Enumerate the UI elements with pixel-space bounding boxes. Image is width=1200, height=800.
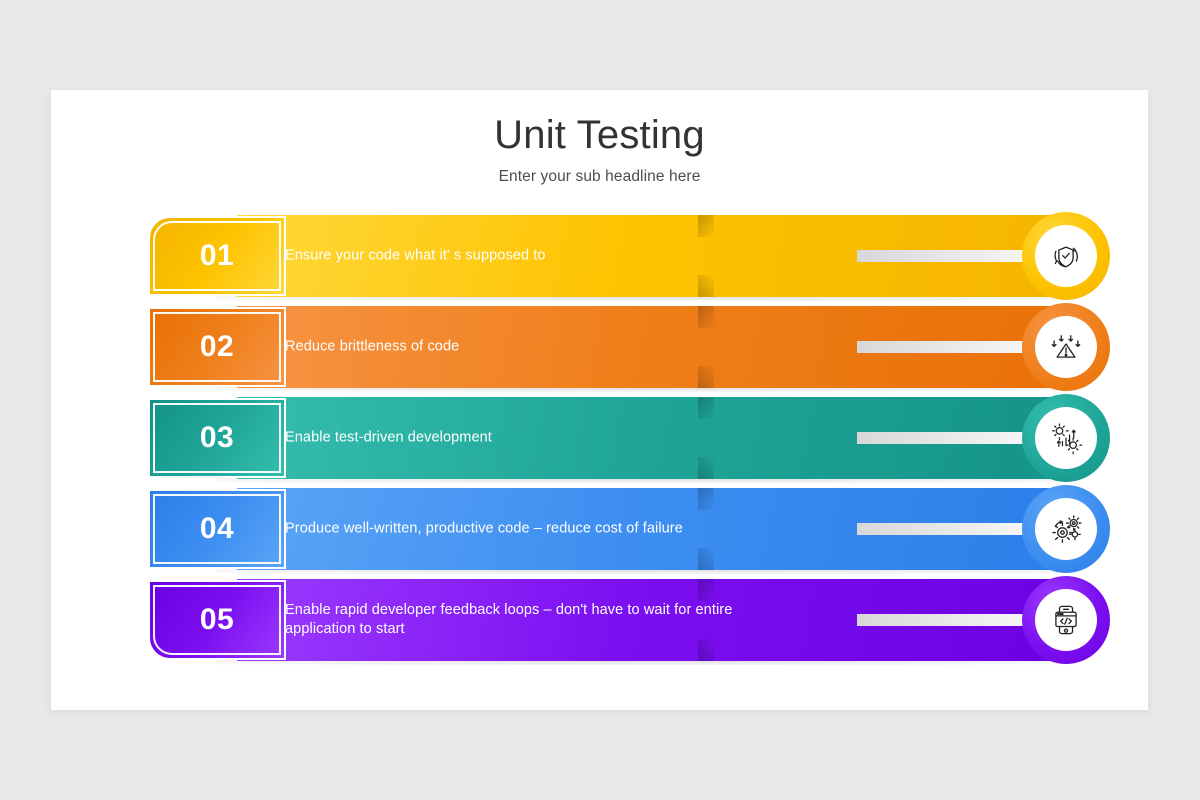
row-icon-circle [1035, 498, 1097, 560]
row-number-label: 02 [199, 330, 235, 363]
gears-growth-chart-icon [1047, 419, 1085, 457]
row-number-box[interactable]: 02 [148, 307, 286, 387]
row-description: Enable rapid developer feedback loops – … [285, 602, 733, 637]
row-number-label: 01 [199, 239, 235, 272]
page-subtitle: Enter your sub headline here [498, 168, 701, 185]
right-arrow-icon [857, 418, 1079, 458]
row-shadow [216, 293, 1076, 301]
row-description: Enable test-driven development [285, 429, 492, 446]
right-arrow-icon [857, 509, 1079, 549]
row-number-label: 04 [199, 512, 235, 545]
row-icon-badge[interactable] [1022, 394, 1110, 482]
row-shadow [216, 657, 1076, 665]
infographic-row[interactable]: Ensure your code what it' s supposed to 0… [96, 212, 1110, 301]
right-arrow-icon [857, 236, 1079, 276]
right-arrow-icon [857, 600, 1079, 640]
row-description: Ensure your code what it' s supposed to [285, 247, 546, 264]
warning-down-arrows-icon [1047, 328, 1085, 366]
row-icon-badge[interactable] [1022, 485, 1110, 573]
page-title: Unit Testing [494, 113, 705, 157]
mobile-code-icon [1047, 601, 1085, 639]
row-bar: Reduce brittleness of code [237, 306, 1106, 388]
row-number-label: 03 [199, 421, 235, 454]
row-icon-circle [1035, 225, 1097, 287]
row-bar: Ensure your code what it' s supposed to [237, 215, 1106, 297]
row-icon-badge[interactable] [1022, 303, 1110, 391]
row-icon-circle [1035, 316, 1097, 378]
row-number-label: 05 [199, 603, 235, 636]
row-icon-circle [1035, 407, 1097, 469]
infographic-row[interactable]: Produce well-written, productive code – … [96, 485, 1110, 574]
infographic-row[interactable]: Enable test-driven development 03 [96, 394, 1110, 483]
row-number-box[interactable]: 03 [148, 398, 286, 478]
row-shadow [216, 475, 1076, 483]
infographic-row[interactable]: Enable rapid developer feedback loops – … [96, 576, 1110, 665]
slide-canvas: Unit Testing Enter your sub headline her… [51, 90, 1148, 710]
row-icon-badge[interactable] [1022, 212, 1110, 300]
row-number-box[interactable]: 01 [148, 216, 286, 296]
row-description: Reduce brittleness of code [285, 338, 460, 355]
row-shadow [216, 566, 1076, 574]
row-number-box[interactable]: 04 [148, 489, 286, 569]
infographic-rows: Ensure your code what it' s supposed to 0… [96, 212, 1110, 670]
row-icon-circle [1035, 589, 1097, 651]
row-bar: Enable test-driven development [237, 397, 1106, 479]
row-description: Produce well-written, productive code – … [285, 520, 683, 537]
row-number-box[interactable]: 05 [148, 580, 286, 660]
slide-header: Unit Testing Enter your sub headline her… [51, 90, 1148, 186]
right-arrow-icon [857, 327, 1079, 367]
infographic-row[interactable]: Reduce brittleness of code 02 [96, 303, 1110, 392]
row-shadow [216, 384, 1076, 392]
gears-icon [1047, 510, 1085, 548]
row-bar: Produce well-written, productive code – … [237, 488, 1106, 570]
row-bar: Enable rapid developer feedback loops – … [237, 579, 1106, 661]
shield-check-cycle-icon [1047, 237, 1085, 275]
row-icon-badge[interactable] [1022, 576, 1110, 664]
